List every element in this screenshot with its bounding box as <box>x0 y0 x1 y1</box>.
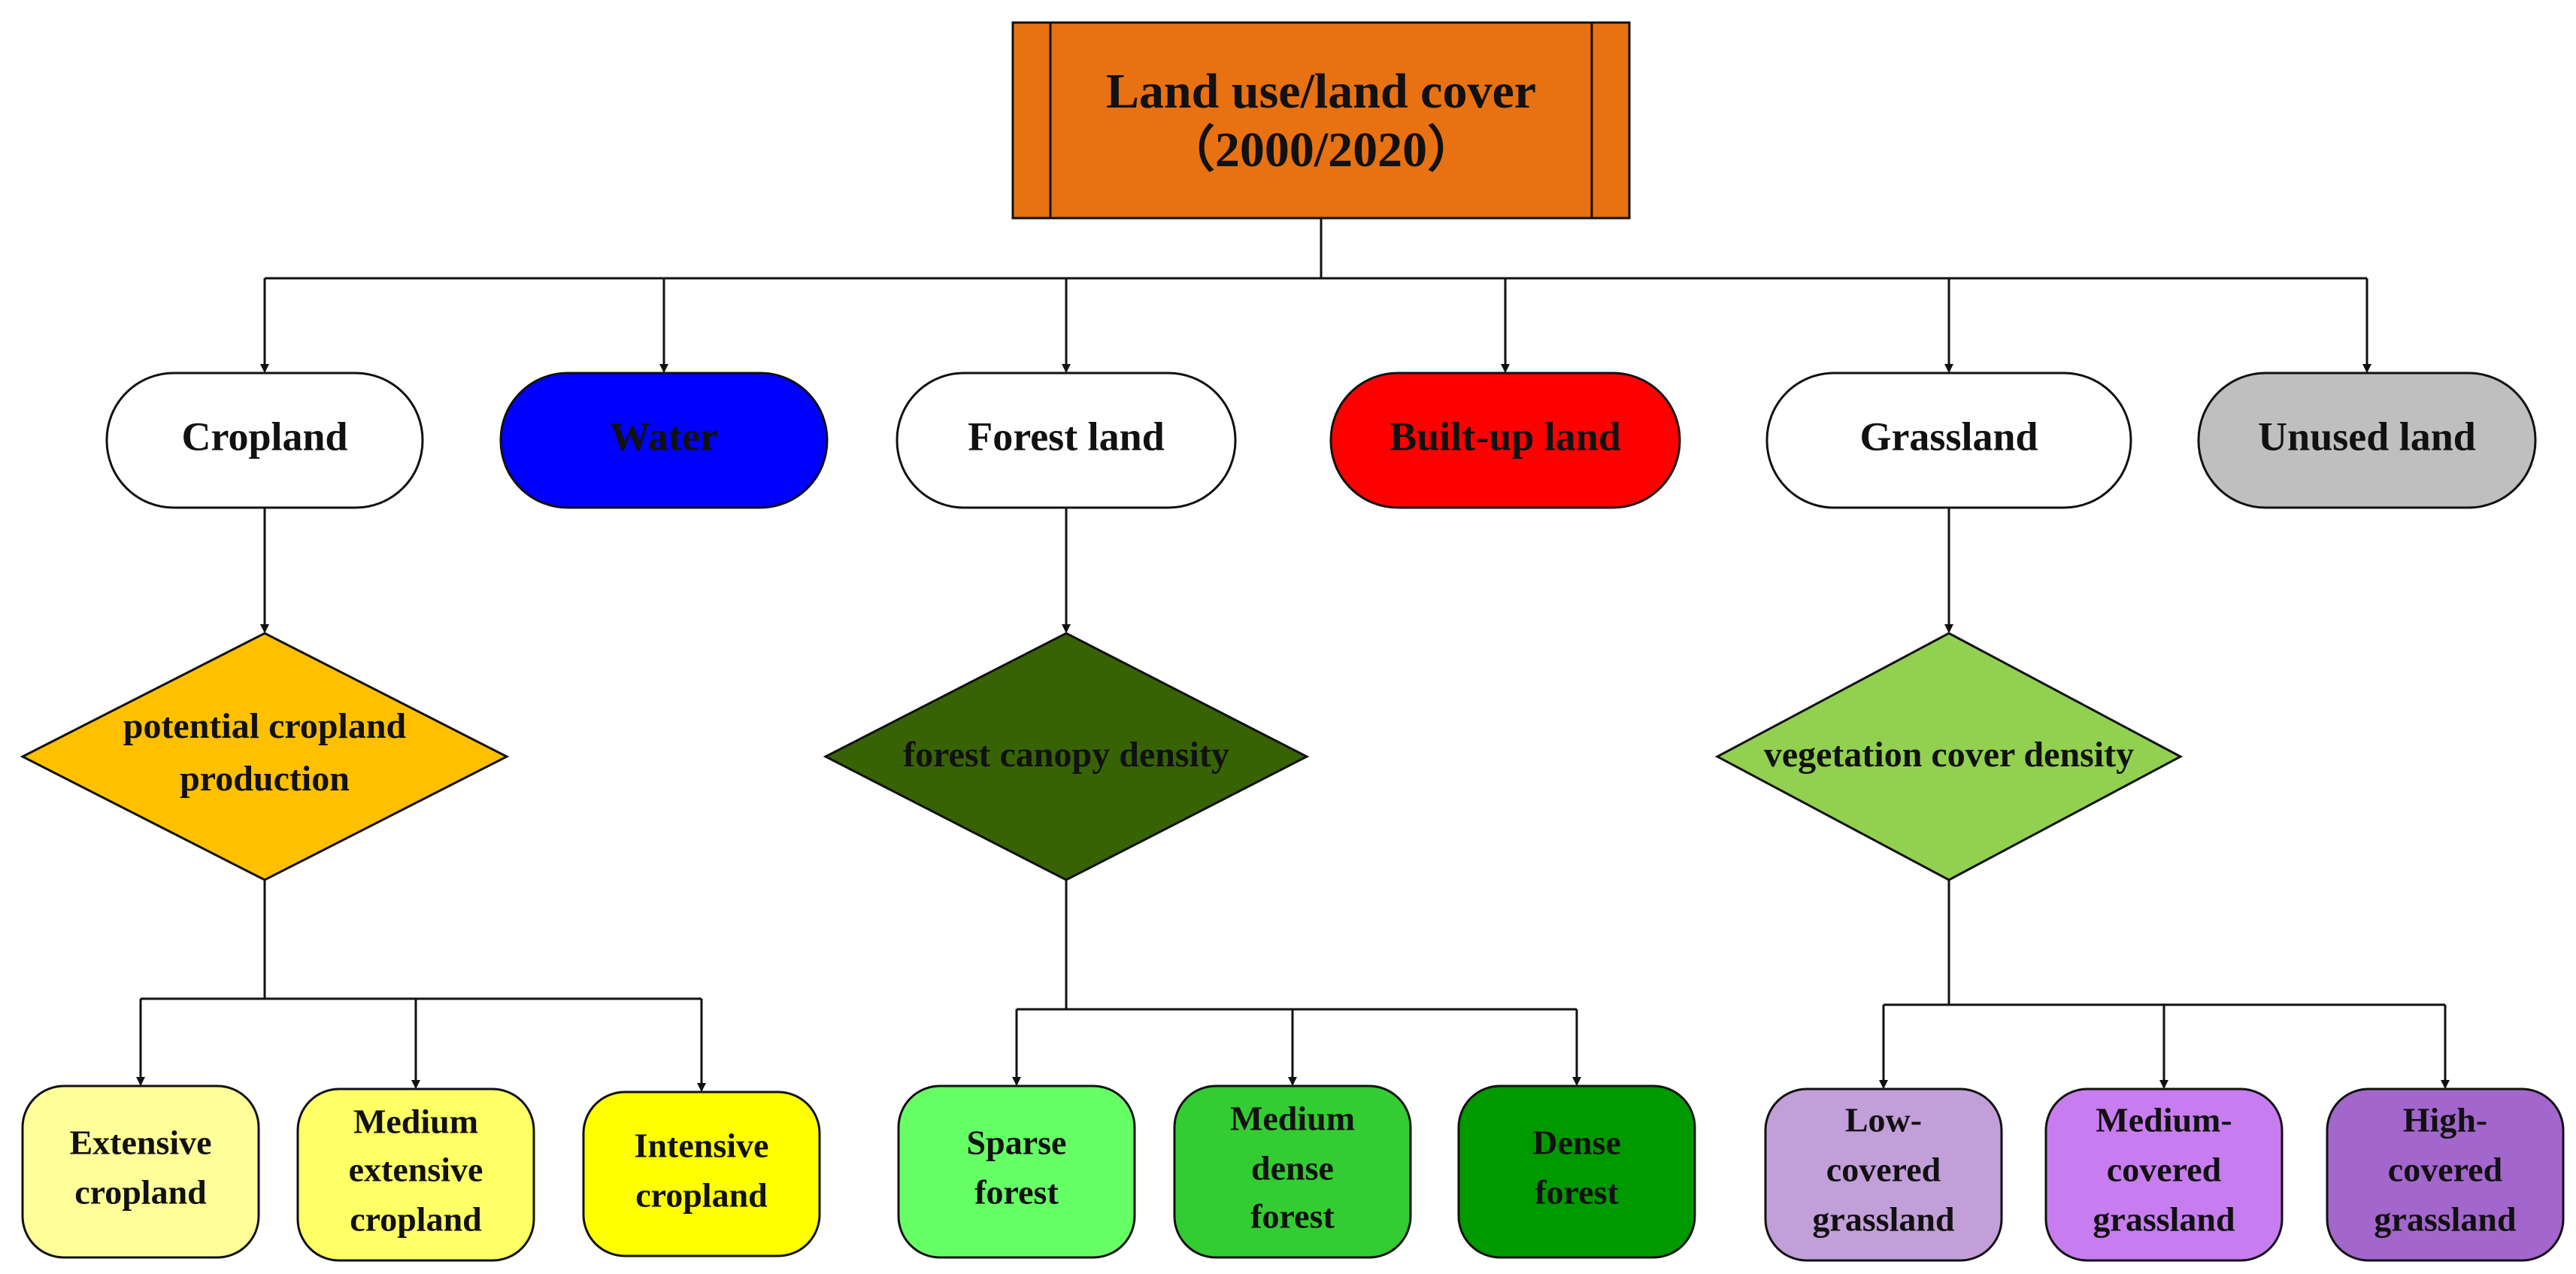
class-medium-dense-forest-shape <box>1173 1084 1412 1259</box>
class-dense-forest-shape <box>1457 1084 1696 1259</box>
criterion-forest: forest canopy density <box>823 632 1310 881</box>
category-cropland-shape <box>105 372 424 509</box>
class-intensive-cropland-line-1: Intensive <box>635 1127 769 1165</box>
class-high-covered-grassland: High- covered grassland <box>2326 1087 2565 1262</box>
category-water-label: Water <box>610 414 718 459</box>
class-extensive-cropland-shape <box>21 1084 260 1259</box>
category-unused-land-shape <box>2197 372 2537 509</box>
class-low-covered-grassland: Low- covered grassland <box>1764 1087 2003 1262</box>
class-extensive-cropland: Extensive cropland <box>21 1084 260 1259</box>
class-dense-forest-line-2: forest <box>1535 1173 1619 1212</box>
class-medium-dense-forest-line-3: forest <box>1250 1197 1335 1236</box>
class-medium-covered-grassland-line-3: grassland <box>2093 1200 2235 1239</box>
class-medium-covered-grassland-line-2: covered <box>2107 1151 2222 1189</box>
class-medium-covered-grassland-line-1: Medium- <box>2096 1101 2232 1139</box>
class-medium-extensive-cropland-shape <box>296 1087 535 1262</box>
class-low-covered-grassland-line-1: Low- <box>1845 1101 1922 1139</box>
root-title-line-1: Land use/land cover <box>1106 64 1536 119</box>
category-forest-land-shape <box>896 372 1237 509</box>
category-grassland-label: Grassland <box>1859 414 2038 459</box>
category-water: Water <box>499 372 829 509</box>
criterion-cropland-line-2: production <box>180 759 350 799</box>
class-intensive-cropland-shape <box>582 1090 821 1257</box>
criterion-cropland-line-1: potential cropland <box>123 706 407 746</box>
criterion-grassland-line-1: vegetation cover density <box>1764 735 2134 775</box>
criterion-cropland-diamond <box>20 632 510 881</box>
category-cropland-label: Cropland <box>181 414 347 459</box>
class-medium-extensive-cropland-line-1: Medium <box>353 1103 478 1141</box>
class-sparse-forest-shape <box>897 1084 1136 1259</box>
root-box <box>1011 21 1631 220</box>
category-nodes: Cropland Water Forest land Built-up land… <box>105 372 2537 509</box>
class-dense-forest: Dense forest <box>1457 1084 1696 1259</box>
connectors <box>136 218 2450 1092</box>
class-low-covered-grassland-line-3: grassland <box>1812 1200 1955 1239</box>
root-title-line-2: （2000/2020） <box>1165 122 1477 177</box>
class-nodes: Extensive cropland Medium extensive crop… <box>21 1084 2565 1262</box>
criterion-grassland: vegetation cover density <box>1714 632 2184 881</box>
class-extensive-cropland-line-1: Extensive <box>69 1124 211 1162</box>
category-built-up-land-shape <box>1329 372 1681 509</box>
class-sparse-forest-line-2: forest <box>974 1173 1059 1212</box>
category-unused-land: Unused land <box>2197 372 2537 509</box>
class-low-covered-grassland-line-2: covered <box>1826 1151 1941 1189</box>
criterion-cropland: potential cropland production <box>20 632 510 881</box>
category-grassland-shape <box>1765 372 2132 509</box>
class-medium-dense-forest: Medium dense forest <box>1173 1084 1412 1259</box>
category-forest-land-label: Forest land <box>968 414 1165 459</box>
class-medium-covered-grassland: Medium- covered grassland <box>2044 1087 2284 1262</box>
class-dense-forest-line-1: Dense <box>1532 1124 1621 1162</box>
class-medium-dense-forest-line-1: Medium <box>1230 1100 1355 1138</box>
class-high-covered-grassland-line-3: grassland <box>2374 1200 2517 1239</box>
criterion-forest-diamond <box>823 632 1310 881</box>
criteria-nodes: potential cropland production forest can… <box>20 632 2184 881</box>
category-unused-land-label: Unused land <box>2258 414 2476 459</box>
criterion-grassland-diamond <box>1714 632 2184 881</box>
class-low-covered-grassland-shape <box>1764 1087 2003 1262</box>
category-built-up-land: Built-up land <box>1329 372 1681 509</box>
category-built-up-land-label: Built-up land <box>1390 414 1621 459</box>
category-cropland: Cropland <box>105 372 424 509</box>
class-sparse-forest: Sparse forest <box>897 1084 1136 1259</box>
class-high-covered-grassland-line-2: covered <box>2388 1151 2503 1189</box>
class-sparse-forest-line-1: Sparse <box>967 1124 1067 1162</box>
root-node: Land use/land cover （2000/2020） <box>1011 21 1631 220</box>
class-medium-extensive-cropland-line-3: cropland <box>350 1200 482 1239</box>
class-medium-extensive-cropland-line-2: extensive <box>349 1151 483 1189</box>
category-forest-land: Forest land <box>896 372 1237 509</box>
class-medium-dense-forest-line-2: dense <box>1251 1149 1334 1188</box>
class-high-covered-grassland-shape <box>2326 1087 2565 1262</box>
category-grassland: Grassland <box>1765 372 2132 509</box>
criterion-forest-line-1: forest canopy density <box>903 735 1229 775</box>
class-medium-covered-grassland-shape <box>2044 1087 2284 1262</box>
class-intensive-cropland: Intensive cropland <box>582 1090 821 1257</box>
class-extensive-cropland-line-2: cropland <box>74 1173 207 1212</box>
category-water-shape <box>499 372 829 509</box>
class-medium-extensive-cropland: Medium extensive cropland <box>296 1087 535 1262</box>
class-high-covered-grassland-line-1: High- <box>2403 1101 2487 1139</box>
class-intensive-cropland-line-2: cropland <box>635 1176 768 1215</box>
